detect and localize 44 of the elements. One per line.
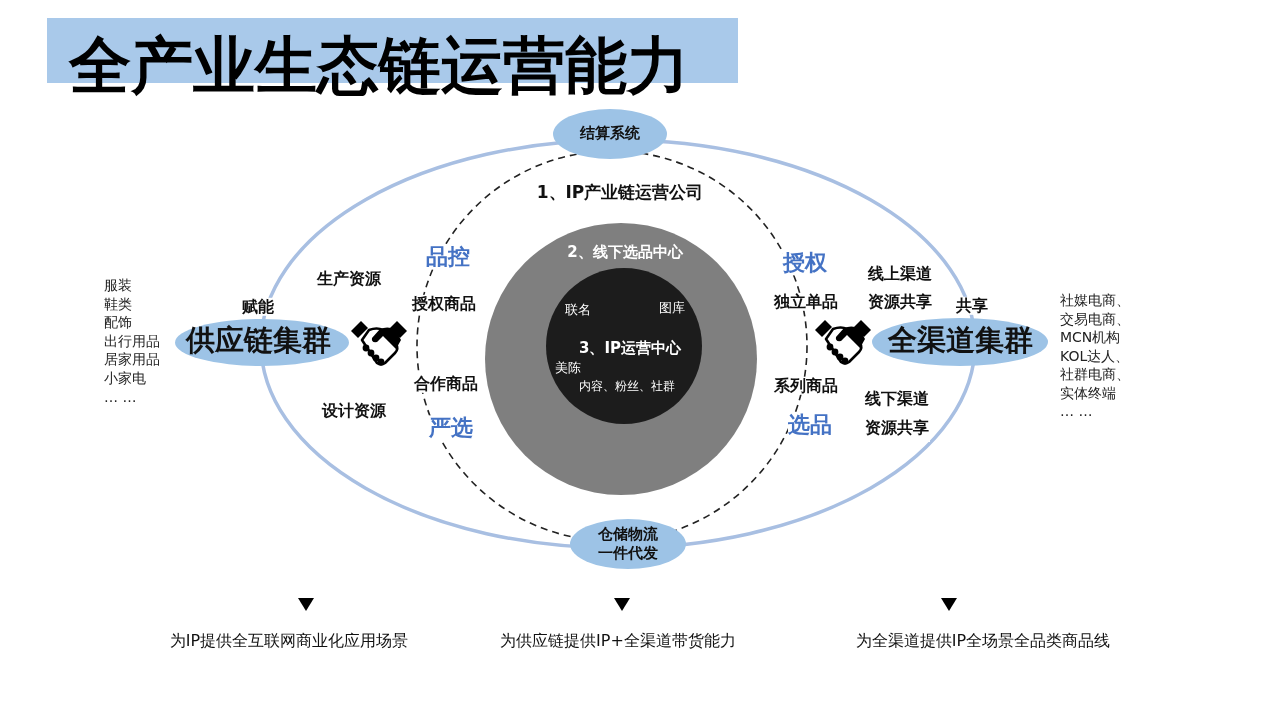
section-label: 授权 (783, 250, 827, 276)
list-item: … … (104, 387, 137, 406)
product-label: 授权商品 (412, 294, 476, 314)
list-item: 居家用品 (104, 350, 160, 369)
resource-label: 设计资源 (322, 401, 386, 421)
oval-node (553, 109, 667, 159)
section-label: 严选 (429, 415, 473, 441)
circle-note: 内容、粉丝、社群 (579, 380, 675, 394)
benefit-text: 为供应链提供IP+全渠道带货能力 (500, 631, 736, 651)
cluster-title: 全渠道集群 (887, 324, 1033, 358)
product-label: 独立单品 (774, 292, 838, 312)
list-item: 社媒电商、 (1060, 291, 1130, 309)
circle-title: 3、IP运营中心 (579, 340, 681, 358)
node-title: 结算系统 (580, 125, 640, 143)
section-label: 品控 (426, 244, 470, 270)
inner-circle (546, 268, 702, 424)
benefit-text: 为全渠道提供IP全场景全品类商品线 (855, 631, 1111, 651)
list-item: 鞋类 (104, 294, 132, 313)
oval-node (570, 519, 686, 569)
product-label: 系列商品 (774, 376, 838, 396)
list-item: 出行用品 (104, 331, 160, 350)
list-item: … … (1060, 402, 1093, 420)
section-label: 选品 (788, 412, 832, 438)
middle-circle (485, 223, 757, 495)
ring-title: 1、IP产业链运营公司 (536, 183, 704, 203)
list-item: 社群电商、 (1060, 365, 1130, 383)
circle-tag: 美陈 (555, 360, 581, 376)
benefit-text: 为IP提供全互联网商业化应用场景 (169, 631, 409, 651)
list-item: 配饰 (104, 313, 132, 332)
circle-tag: 联名 (565, 302, 591, 318)
list-item: 服装 (104, 276, 132, 294)
list-item: 实体终端 (1060, 383, 1116, 402)
node-title: 仓储物流一件代发 (597, 525, 659, 563)
circle-title: 2、线下选品中心 (567, 244, 683, 262)
cluster-title: 供应链集群 (185, 324, 331, 358)
resource-label: 生产资源 (317, 269, 381, 289)
list-item: 交易电商、 (1060, 309, 1130, 328)
circle-tag: 图库 (659, 300, 685, 316)
heading: 共享 (956, 296, 988, 316)
product-label: 合作商品 (414, 374, 478, 394)
list-item: KOL达人、 (1060, 346, 1130, 365)
list-item: 小家电 (104, 369, 146, 387)
list-item: MCN机构 (1060, 328, 1121, 346)
heading: 赋能 (242, 297, 274, 317)
